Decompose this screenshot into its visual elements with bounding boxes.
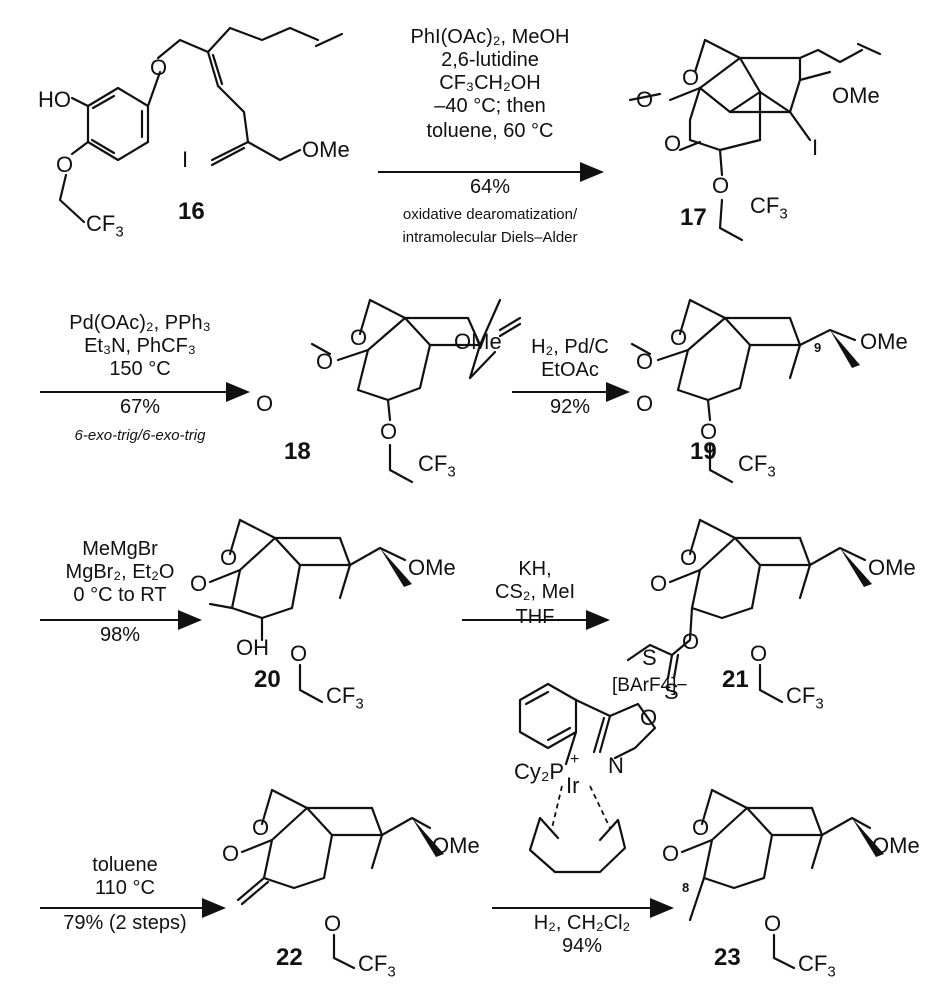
atom-label-o: O	[252, 815, 270, 840]
atom-label-ome: OMe	[302, 137, 350, 162]
counterion-barf4: [BArF4]−	[612, 675, 688, 696]
step-6-yield: 79% (2 steps)	[63, 912, 187, 934]
atom-label-o: O	[682, 629, 700, 654]
atom-label-cf3: CF3	[418, 451, 456, 481]
atom-label-o: O	[692, 815, 710, 840]
atom-label-o: O	[316, 349, 334, 374]
step-1-reagents: PhI(OAc)₂, MeOH 2,6-lutidine CF₃CH₂OH –4…	[410, 26, 570, 142]
compound-18-structure	[310, 298, 522, 484]
atom-label-o: O	[220, 545, 238, 570]
atom-label-o: O	[350, 325, 368, 350]
compound-23-structure	[680, 788, 884, 970]
compound-21-structure	[626, 518, 872, 704]
atom-label-o: O	[636, 87, 654, 112]
compound-number-16: 16	[178, 198, 205, 225]
step-2-reagents: Pd(OAc)₂, PPh₃ Et₃N, PhCF₃ 150 °C	[69, 312, 211, 380]
atom-label-cf3: CF3	[738, 451, 776, 481]
compound-20-structure	[208, 518, 412, 704]
atom-label-o: O	[700, 419, 718, 444]
compound-number-23: 23	[714, 944, 741, 971]
atom-label-ho: HO	[38, 87, 71, 112]
atom-label-o: O	[670, 325, 688, 350]
compound-16-structure	[58, 26, 344, 224]
atom-label-o: O	[150, 55, 168, 80]
step-5-reagents: KH, CS₂, MeI THF	[495, 558, 575, 628]
atom-label-iridium: Ir	[566, 773, 580, 798]
atom-label-oh: OH	[236, 635, 269, 660]
atom-label-o: O	[636, 391, 654, 416]
atom-label-o: O	[290, 641, 308, 666]
step-2-yield: 67%	[119, 396, 161, 418]
atom-label-o: O	[56, 152, 74, 177]
compound-number-20: 20	[254, 666, 281, 693]
atom-label-o: O	[750, 641, 768, 666]
step-3-yield: 92%	[549, 396, 591, 418]
atom-label-cf3: CF3	[326, 683, 364, 713]
atom-label-o: O	[764, 911, 782, 936]
atom-label-o: O	[636, 349, 654, 374]
atom-label-cy2p: Cy₂P	[514, 759, 565, 784]
step-1-notes: oxidative dearomatization/ intramolecula…	[402, 206, 578, 246]
compound-22-structure	[236, 788, 444, 970]
atom-label-sulfur: S	[664, 679, 679, 704]
atom-label-o: O	[680, 545, 698, 570]
atom-label-ome: OMe	[872, 833, 920, 858]
atom-label-o: O	[662, 841, 680, 866]
atom-label-ome: OMe	[408, 555, 456, 580]
atom-label-cf3: CF3	[86, 211, 124, 241]
atom-label-o: O	[256, 391, 274, 416]
atom-label-iodine: I	[182, 147, 189, 172]
step-4-reagents: MeMgBr MgBr₂, Et₂O 0 °C to RT	[65, 538, 175, 606]
atom-label-nitrogen: N	[608, 753, 624, 778]
compound-number-19: 19	[690, 438, 717, 465]
ir-catalyst-structure	[518, 682, 657, 874]
step-2-notes: 6-exo-trig/6-exo-trig	[74, 427, 206, 444]
step-1-yield: 64%	[469, 176, 511, 198]
step-6-reagents: toluene 110 °C	[92, 854, 158, 899]
charge-plus: +	[570, 751, 580, 768]
atom-label-o: O	[664, 131, 682, 156]
atom-label-o: O	[380, 419, 398, 444]
atom-label-cf3: CF3	[358, 951, 396, 981]
compound-number-22: 22	[276, 944, 303, 971]
atom-label-sulfur: S	[642, 645, 657, 670]
compound-number-17: 17	[680, 204, 707, 231]
step-7-conditions: H₂, CH₂Cl₂ 94%	[533, 912, 631, 957]
atom-label-ome: OMe	[860, 329, 908, 354]
step-3-reagents: H₂, Pd/C EtOAc	[531, 336, 609, 381]
compound-number-18: 18	[284, 438, 311, 465]
atom-label-ome: OMe	[454, 329, 502, 354]
compound-19-structure	[630, 298, 860, 484]
atom-label-ome: OMe	[868, 555, 916, 580]
compound-number-21: 21	[722, 666, 749, 693]
atom-label-o: O	[324, 911, 342, 936]
atom-label-o: O	[682, 65, 700, 90]
atom-label-o: O	[190, 571, 208, 596]
compound-17-structure	[628, 38, 882, 242]
atom-label-o: O	[222, 841, 240, 866]
stereo-label-c8: 8	[682, 880, 690, 895]
atom-label-cf3: CF3	[798, 951, 836, 981]
atom-label-cf3: CF3	[750, 193, 788, 223]
atom-label-o: O	[650, 571, 668, 596]
atom-label-cf3: CF3	[786, 683, 824, 713]
atom-label-ome: OMe	[432, 833, 480, 858]
step-4-yield: 98%	[99, 624, 141, 646]
atom-label-o: O	[640, 705, 658, 730]
atom-label-ome: OMe	[832, 83, 880, 108]
atom-label-o: O	[712, 173, 730, 198]
stereo-label-c9: 9	[814, 340, 822, 355]
atom-label-iodine: I	[812, 135, 819, 160]
